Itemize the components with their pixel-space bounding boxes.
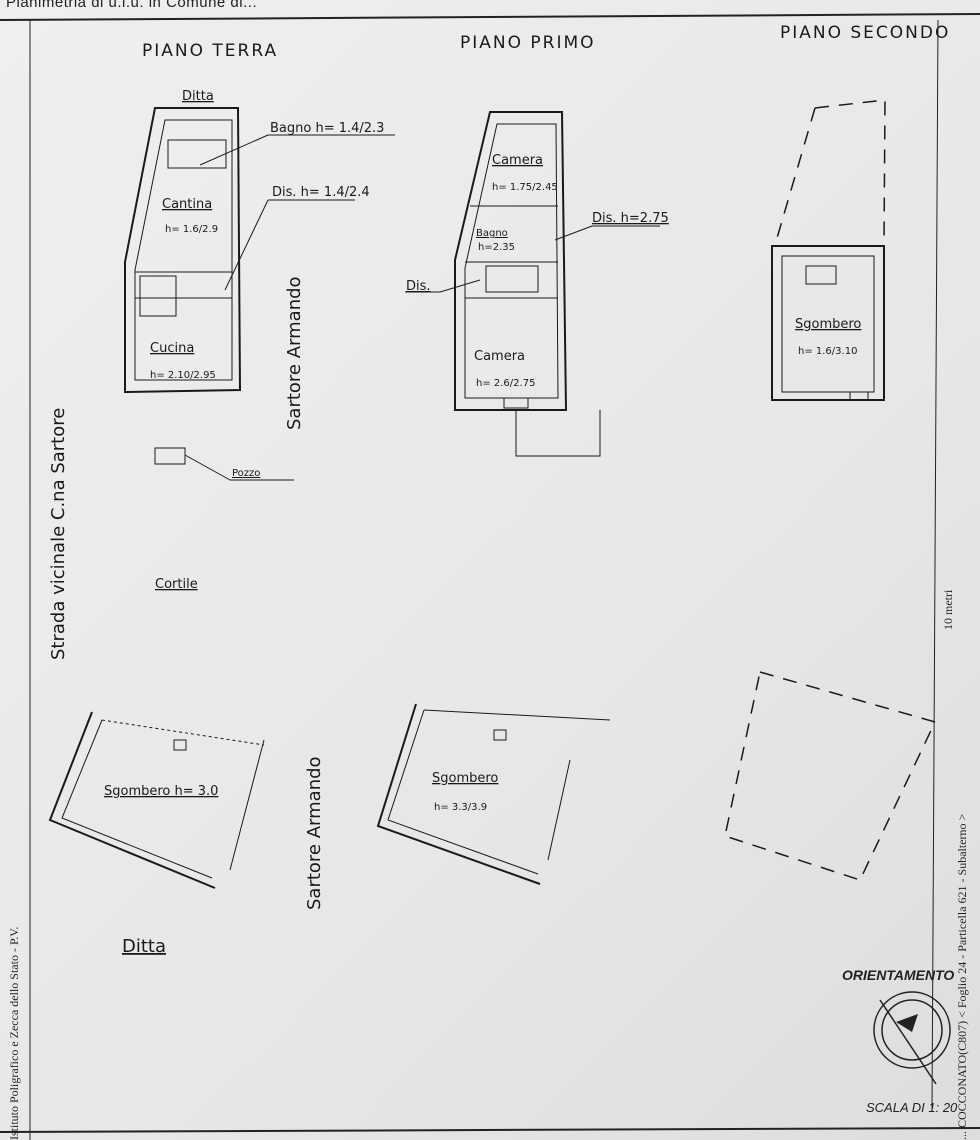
ditta-label-bottom: Ditta [122,936,166,957]
margin-printer-text: Istituto Poligrafico e Zecca dello Stato… [7,927,21,1140]
label-sartore-armando-top: Sartore Armando [284,276,305,430]
title-second-floor: PIANO SECONDO [780,23,950,43]
room-height-cantina: h= 1.6/2.9 [165,224,218,235]
cadastral-reference: ... COCCONATO(C807) < Foglio 24 - Partic… [955,813,969,1140]
room-label-sgombero-second: Sgombero [795,317,861,332]
room-label-dis-ground: Dis. h= 1.4/2.4 [272,185,370,200]
scale-bar-label: 10 metri [941,589,955,630]
north-arrow-icon [873,991,951,1085]
annex-second-floor-outline [724,671,937,881]
ditta-label-top: Ditta [182,89,214,104]
room-height-camera-bottom: h= 2.6/2.75 [476,378,535,389]
room-label-sgombero-ground-annex: Sgombero h= 3.0 [104,784,218,799]
orientation-label: ORIENTAMENTO [842,967,954,983]
room-label-dis-first-left: Dis. [406,279,431,294]
scale-label: SCALA DI 1: 20 [866,1100,958,1115]
margin-rule [931,19,939,1111]
document-header: Planimetria di u.i.u. in Comune di... [6,0,258,11]
header-rule [0,13,980,21]
footer-rule [0,1127,980,1133]
room-height-sgombero-first-annex: h= 3.3/3.9 [434,802,487,813]
room-height-bagno-first: h=2.35 [478,242,515,253]
room-label-camera-bottom: Camera [474,349,525,364]
label-sartore-armando-bottom: Sartore Armando [304,756,325,910]
room-label-cucina: Cucina [150,341,194,356]
title-first-floor: PIANO PRIMO [460,33,596,53]
room-label-camera-top: Camera [492,153,543,168]
title-ground-floor: PIANO TERRA [142,41,278,61]
first-floor-plan [405,111,660,457]
ground-floor-plan [124,107,395,481]
room-label-sgombero-first-annex: Sgombero [432,771,498,786]
room-height-sgombero-second: h= 1.6/3.10 [798,346,857,357]
label-pozzo: Pozzo [232,468,260,479]
room-label-cantina: Cantina [162,197,212,212]
room-label-dis-first: Dis. h=2.75 [592,211,669,226]
room-height-cucina: h= 2.10/2.95 [150,370,216,381]
room-height-camera-top: h= 1.75/2.45 [492,182,558,193]
room-label-bagno-first: Bagno [476,228,508,239]
label-cortile: Cortile [155,577,198,592]
annex-first-floor-plan [376,703,611,885]
second-floor-plan [771,99,886,401]
annex-ground-floor-plan [48,711,265,889]
label-strada-vicinale: Strada vicinale C.na Sartore [48,408,69,660]
room-label-bagno: Bagno h= 1.4/2.3 [270,121,384,136]
